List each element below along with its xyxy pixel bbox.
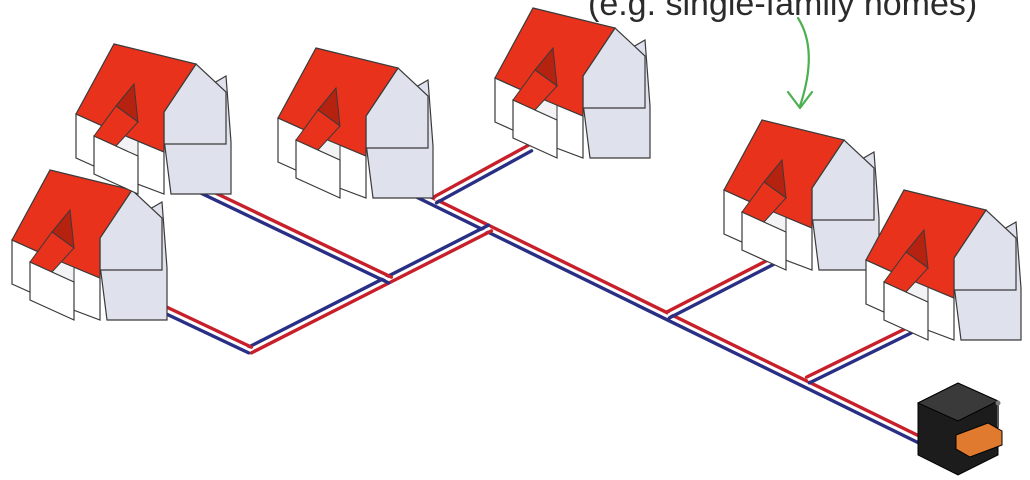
house-dormer-roof-front (295, 109, 341, 151)
pipe-gap (394, 181, 921, 442)
heating-plant-building (916, 382, 1003, 476)
house (494, 7, 651, 159)
pipe-gap (807, 328, 911, 382)
pipe-segment (431, 143, 534, 205)
pipe-segment (181, 177, 394, 285)
house-dormer-roof-front (883, 251, 929, 293)
pipe-gap (249, 226, 491, 352)
supply-pipe (184, 177, 394, 279)
pipe-segment (664, 255, 779, 320)
house (11, 169, 168, 321)
house (723, 119, 880, 271)
house-dormer-roof-front (93, 105, 139, 147)
pipe-gap (667, 258, 776, 317)
return-pipe (807, 331, 914, 385)
supply-pipe (664, 255, 776, 314)
house-dormer-roof-front (741, 181, 787, 223)
pipe-segment (246, 223, 494, 355)
house-dormer-roof-front (29, 231, 75, 273)
pipe-segment (804, 325, 914, 385)
supply-pipe (394, 178, 924, 439)
plant-chimney-cap (995, 400, 1001, 406)
house (277, 47, 434, 199)
return-pipe (246, 223, 491, 349)
house (865, 189, 1022, 341)
pipe-gap (184, 180, 391, 282)
supply-pipe (431, 143, 531, 199)
return-pipe (667, 261, 779, 320)
supply-pipe (249, 229, 494, 355)
pipe-gap (434, 146, 531, 202)
return-pipe (434, 149, 534, 205)
annotation-arrow (786, 16, 814, 110)
plant-boiler (955, 422, 1003, 458)
house (75, 43, 232, 195)
supply-pipe (804, 325, 911, 379)
houses (11, 7, 1022, 341)
caption-text: (e.g. single-family homes) (588, 0, 978, 23)
house-dormer-roof-front (512, 69, 558, 111)
return-pipe (181, 183, 391, 285)
heating-plant (916, 382, 1003, 476)
